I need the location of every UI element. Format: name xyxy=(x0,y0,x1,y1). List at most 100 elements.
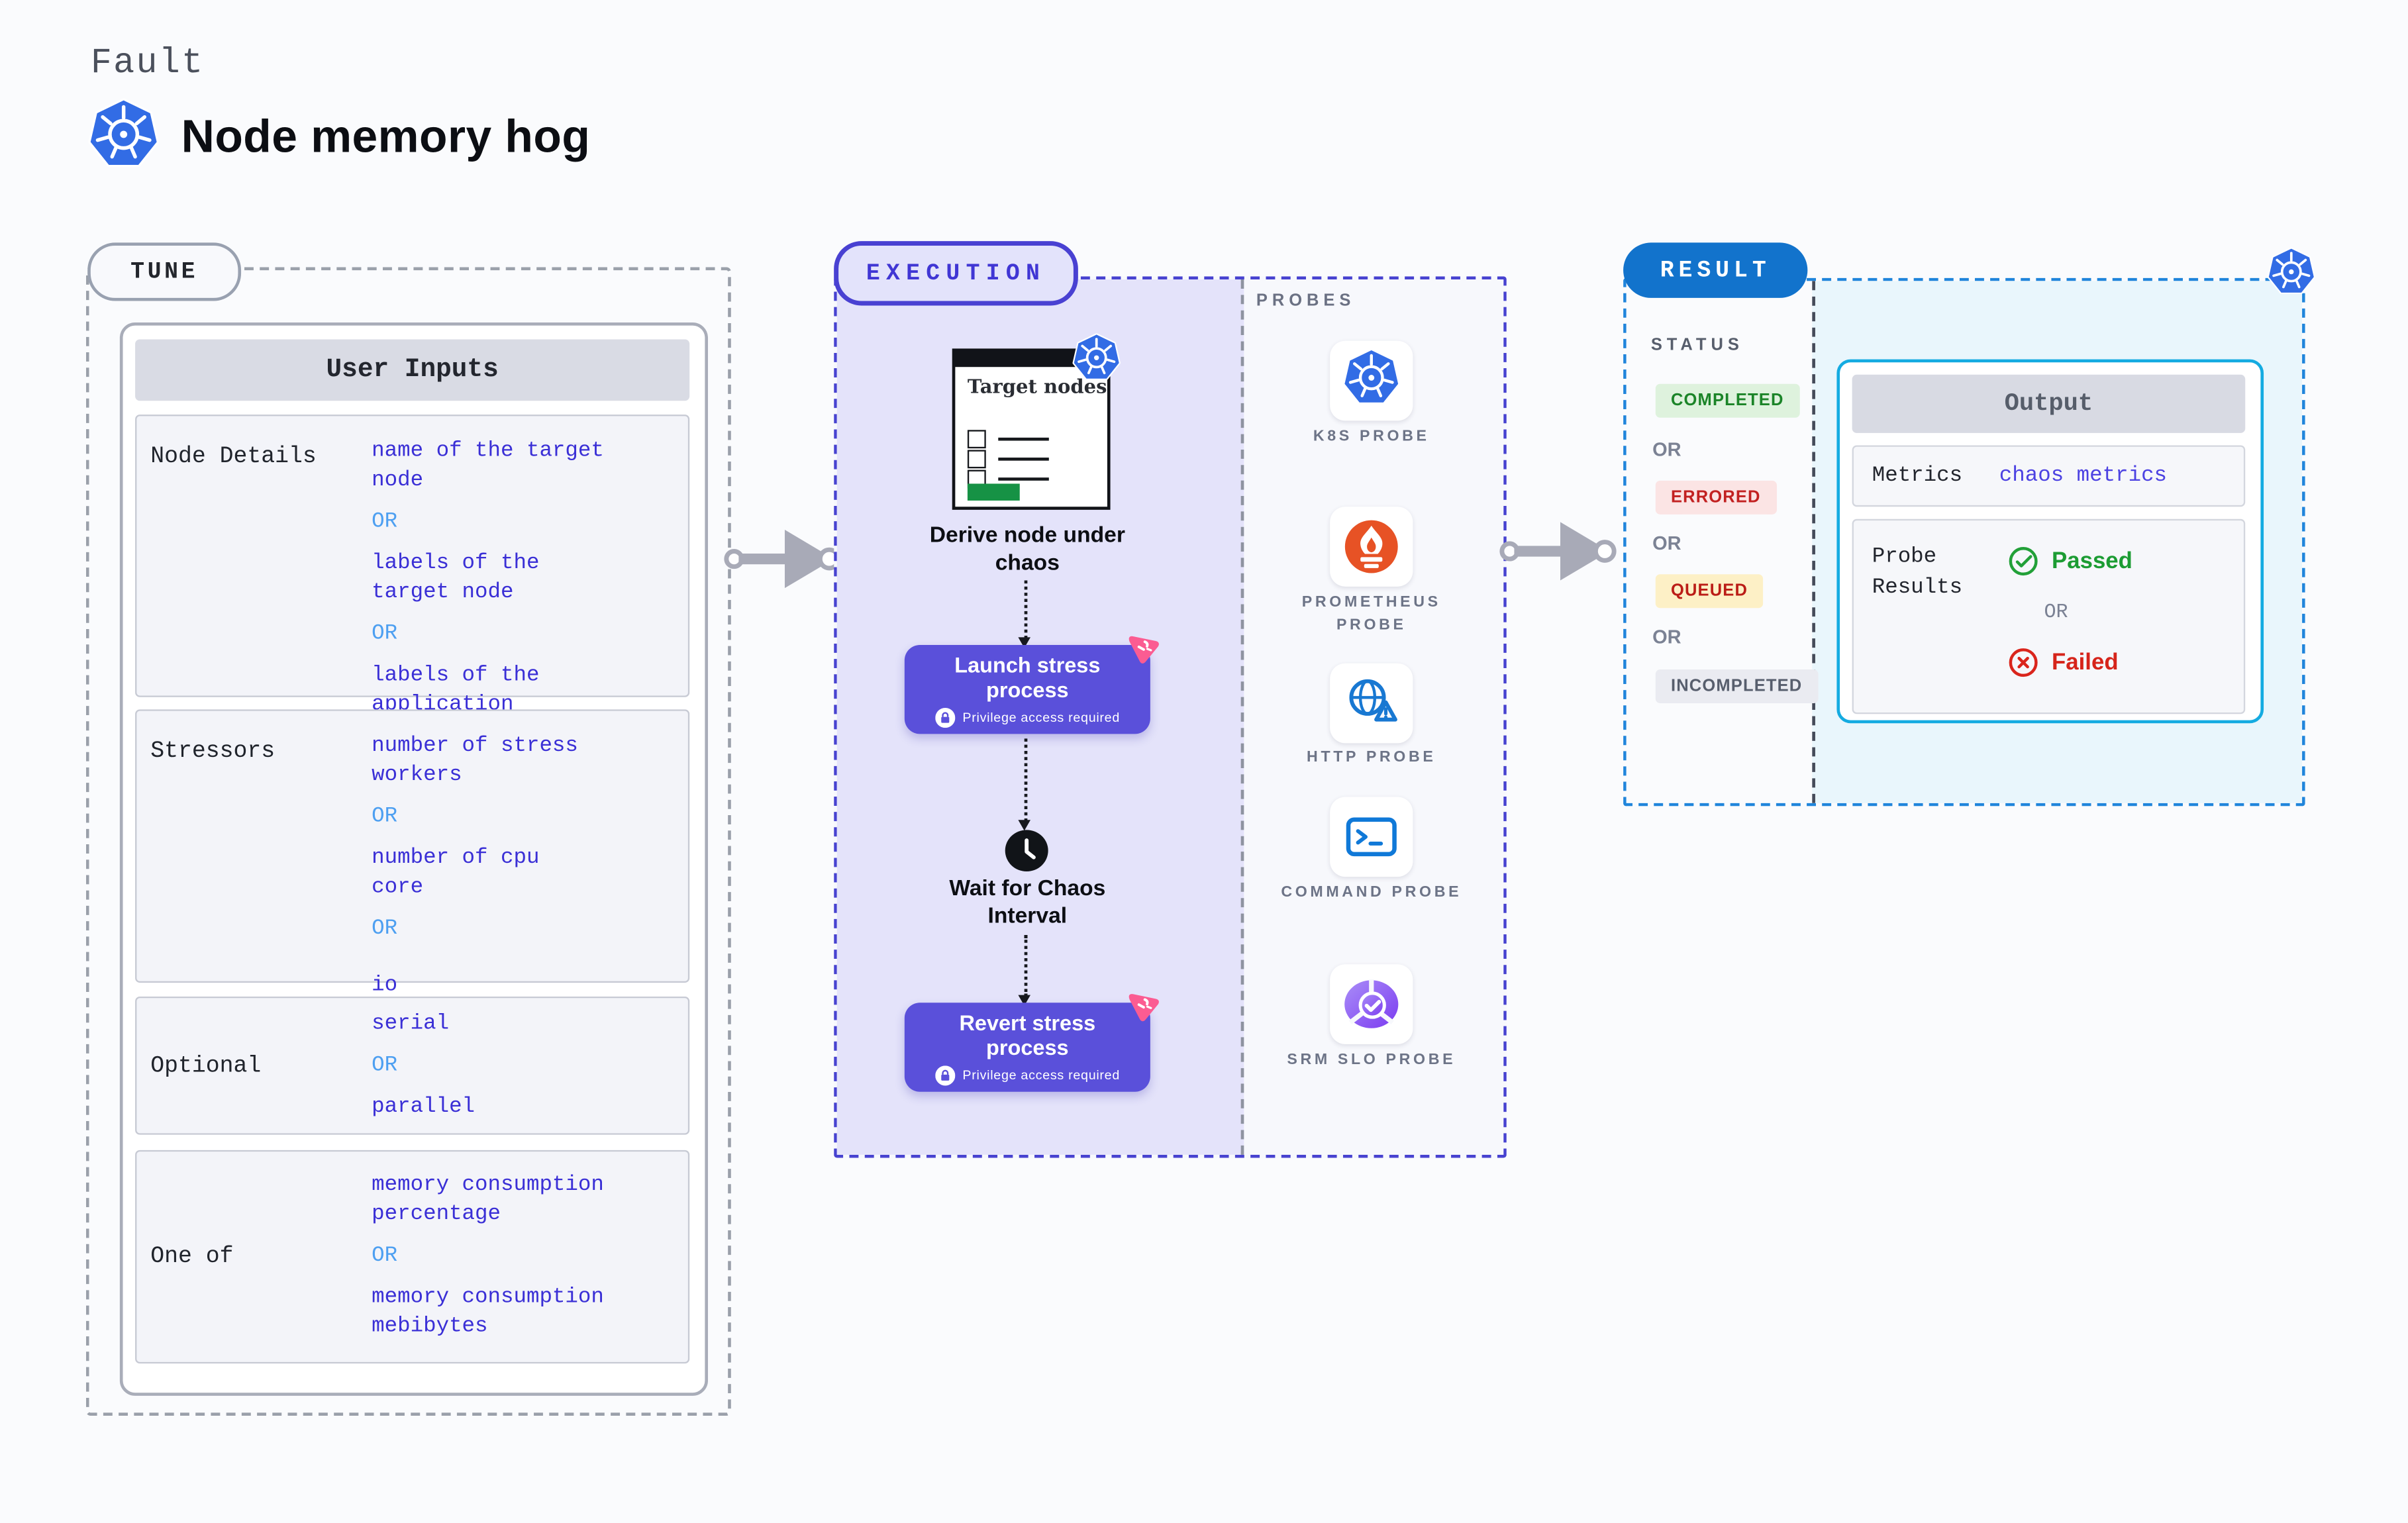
passed-result: Passed xyxy=(2007,545,2132,577)
or-separator: OR xyxy=(372,509,398,534)
tune-to-execution-arrow-icon xyxy=(723,524,846,602)
list-line xyxy=(998,437,1049,441)
probe-results-row: Probe Results Passed OR Failed xyxy=(1852,518,2246,714)
result-pill: RESULT xyxy=(1623,242,1808,298)
step-title: Revert stress process xyxy=(959,1009,1096,1060)
probe-name: HTTP PROBE xyxy=(1307,749,1436,767)
input-row-node-details: Node Details name of the target node OR … xyxy=(135,415,690,775)
probe-name: K8S PROBE xyxy=(1313,428,1430,446)
page-title-row: Node memory hog xyxy=(87,98,590,178)
input-option: serial xyxy=(372,1010,450,1036)
http-globe-icon xyxy=(1349,679,1397,722)
kubernetes-icon xyxy=(87,98,160,178)
input-option: number of cpu core xyxy=(372,846,540,900)
probe-card-srm-slo xyxy=(1330,964,1413,1044)
tune-pill: TUNE xyxy=(87,242,242,301)
srm-slo-icon xyxy=(1344,979,1399,1028)
lock-icon xyxy=(934,1065,955,1085)
or-separator: OR xyxy=(1652,439,1681,461)
flow-connector-arrow xyxy=(1018,738,1030,831)
probe-results-label: Probe Results xyxy=(1872,545,1963,601)
target-nodes-card: Target nodes xyxy=(952,348,1111,510)
output-header: Output xyxy=(1852,374,2246,433)
node-list-item xyxy=(967,450,1049,469)
or-separator: OR xyxy=(372,805,398,830)
input-row-label: One of xyxy=(150,1244,234,1270)
or-separator: OR xyxy=(372,916,398,942)
input-option: memory consumption mebibytes xyxy=(372,1285,604,1340)
user-inputs-header: User Inputs xyxy=(135,339,690,401)
or-separator: OR xyxy=(372,622,398,647)
or-separator: OR xyxy=(1652,626,1681,648)
privilege-note: Privilege access required xyxy=(934,707,1121,727)
terminal-icon xyxy=(1346,817,1397,857)
output-card: Output Metrics chaos metrics Probe Resul… xyxy=(1836,359,2264,724)
prometheus-icon xyxy=(1344,520,1398,573)
kubernetes-icon xyxy=(2267,247,2316,304)
probe-name: COMMAND PROBE xyxy=(1281,884,1462,902)
probes-label: PROBES xyxy=(1256,291,1356,311)
probe-card-k8s xyxy=(1330,340,1413,421)
execution-pill: EXECUTION xyxy=(834,241,1078,306)
list-line xyxy=(998,458,1049,461)
input-option: io xyxy=(372,973,398,999)
input-option: parallel xyxy=(372,1094,476,1119)
probe-name: PROMETHEUS PROBE xyxy=(1301,594,1441,634)
input-option: name of the target node xyxy=(372,439,604,493)
check-circle-icon xyxy=(2009,547,2038,576)
kubernetes-icon xyxy=(1342,348,1401,414)
or-separator: OR xyxy=(372,1052,398,1077)
list-line xyxy=(998,477,1049,481)
metrics-label: Metrics xyxy=(1872,464,1963,489)
progress-bar xyxy=(967,483,1020,501)
step-title: Launch stress process xyxy=(954,652,1101,702)
status-badge-completed: COMPLETED xyxy=(1655,383,1799,418)
probe-card-http xyxy=(1330,663,1413,744)
execution-to-result-arrow-icon xyxy=(1499,516,1622,594)
input-row-values: number of stress workers OR number of cp… xyxy=(367,711,688,998)
input-row-label: Node Details xyxy=(150,444,317,470)
revert-stress-process-step: Revert stress process Privilege access r… xyxy=(904,1003,1150,1092)
checkbox-icon xyxy=(967,430,986,449)
wait-chaos-interval-label: Wait for Chaos Interval xyxy=(949,877,1106,929)
input-row-values: memory consumption percentage OR memory … xyxy=(367,1165,688,1348)
input-row-stressors: Stressors number of stress workers OR nu… xyxy=(135,709,690,998)
checkbox-icon xyxy=(967,450,986,469)
probe-card-command xyxy=(1330,797,1413,877)
status-label: STATUS xyxy=(1650,336,1744,355)
failed-result: Failed xyxy=(2007,646,2119,679)
input-row-one-of: One of memory consumption percentage OR … xyxy=(135,1150,690,1364)
litmus-chaos-icon xyxy=(1126,987,1163,1032)
target-card-title: Target nodes xyxy=(967,374,1107,398)
input-row-label: Optional xyxy=(150,1052,262,1079)
metrics-row: Metrics chaos metrics xyxy=(1852,445,2246,507)
input-row-values: name of the target node OR labels of the… xyxy=(367,416,688,775)
metrics-value: chaos metrics xyxy=(1999,464,2168,489)
passed-text: Passed xyxy=(2052,548,2132,575)
flow-connector-arrow xyxy=(1018,935,1030,1006)
or-separator: OR xyxy=(1652,532,1681,555)
fault-kicker: Fault xyxy=(90,42,205,83)
input-row-optional: Optional serial OR parallel xyxy=(135,996,690,1135)
lock-icon xyxy=(934,707,955,727)
input-row-values: serial OR parallel xyxy=(367,1003,688,1128)
or-separator: OR xyxy=(2044,600,2068,624)
input-option: number of stress workers xyxy=(372,734,578,788)
probe-name: SRM SLO PROBE xyxy=(1287,1052,1456,1069)
page-title: Node memory hog xyxy=(181,112,591,163)
privilege-note-text: Privilege access required xyxy=(962,709,1121,725)
or-separator: OR xyxy=(372,1244,398,1269)
flow-connector-arrow xyxy=(1018,580,1030,648)
user-inputs-card: User Inputs Node Details name of the tar… xyxy=(119,322,709,1396)
launch-stress-process-step: Launch stress process Privilege access r… xyxy=(904,645,1150,734)
node-list-item xyxy=(967,430,1049,449)
status-badge-queued: QUEUED xyxy=(1655,574,1764,609)
litmus-chaos-icon xyxy=(1126,630,1163,674)
failed-text: Failed xyxy=(2052,649,2119,676)
x-circle-icon xyxy=(2009,648,2038,677)
derive-node-step-label: Derive node under chaos xyxy=(929,523,1125,576)
input-row-label: Stressors xyxy=(150,738,276,765)
kubernetes-icon xyxy=(1072,333,1121,390)
clock-icon xyxy=(1005,829,1049,880)
